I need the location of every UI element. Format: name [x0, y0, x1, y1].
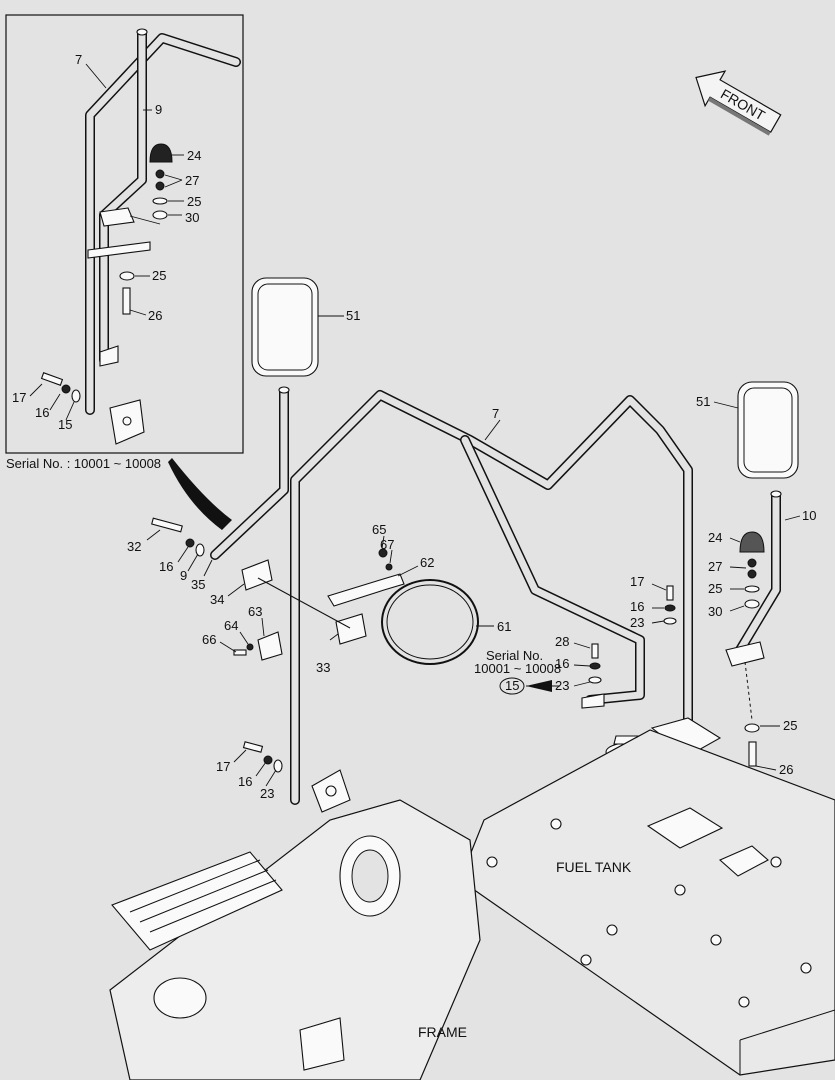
- inset-callout-26: 26: [148, 308, 162, 323]
- callout-28: 28: [555, 634, 569, 649]
- serial-note-line2: 10001 ~ 10008: [474, 661, 561, 676]
- callout-25: 25: [708, 581, 722, 596]
- callout-65: 65: [372, 522, 386, 537]
- callout-64: 64: [224, 618, 238, 633]
- callout-15-circle: [499, 677, 525, 695]
- callout-32: 32: [127, 539, 141, 554]
- cap-24: [739, 531, 765, 553]
- callout-51-left: 51: [346, 308, 360, 323]
- callout-9: 9: [180, 568, 187, 583]
- callout-62: 62: [420, 555, 434, 570]
- clamp-33: [335, 613, 367, 645]
- inset-pointer-arrow: [168, 458, 232, 530]
- bolt-32: [151, 517, 183, 533]
- step-plate: [111, 851, 283, 951]
- inset-callout-24: 24: [187, 148, 201, 163]
- inset-callout-7: 7: [75, 52, 82, 67]
- inset-callout-25: 25: [187, 194, 201, 209]
- callout-27: 27: [708, 559, 722, 574]
- inset-callout-9: 9: [155, 102, 162, 117]
- callout-10: 10: [802, 508, 816, 523]
- front-arrow: FRONT: [695, 70, 782, 136]
- callout-16-left: 16: [159, 559, 173, 574]
- mirror-51-left: [251, 277, 319, 377]
- callout-23-mid: 23: [555, 678, 569, 693]
- bolt-28: [591, 643, 599, 659]
- callout-34: 34: [210, 592, 224, 607]
- round-mirror-61: [381, 579, 479, 665]
- inset-callout-15: 15: [58, 417, 72, 432]
- callout-24: 24: [708, 530, 722, 545]
- callout-17-right: 17: [630, 574, 644, 589]
- callout-23-left: 23: [260, 786, 274, 801]
- arm-62: [327, 573, 405, 607]
- callout-16-mid: 16: [555, 656, 569, 671]
- bolt-17-right: [666, 585, 674, 601]
- callout-67: 67: [380, 537, 394, 552]
- callout-61: 61: [497, 619, 511, 634]
- callout-51-right: 51: [696, 394, 710, 409]
- callout-7: 7: [492, 406, 499, 421]
- bolt-17: [242, 741, 264, 753]
- inset-callout-27: 27: [185, 173, 199, 188]
- callout-35: 35: [191, 577, 205, 592]
- inset-callout-16: 16: [35, 405, 49, 420]
- callout-25-bottom: 25: [783, 718, 797, 733]
- fuel-tank: [459, 729, 835, 1076]
- inset-callout-17: 17: [12, 390, 26, 405]
- callout-23-right: 23: [630, 615, 644, 630]
- callout-16-bottom: 16: [238, 774, 252, 789]
- callout-26: 26: [779, 762, 793, 777]
- callout-63: 63: [248, 604, 262, 619]
- callout-30: 30: [708, 604, 722, 619]
- tube-10: [735, 491, 781, 655]
- callout-15: 15: [505, 678, 519, 693]
- inset-cap-24: [149, 143, 173, 163]
- label-fuel-tank: FUEL TANK: [556, 859, 632, 875]
- inset-bolt-26: [122, 287, 131, 315]
- callout-66: 66: [202, 632, 216, 647]
- inset-bracket: [87, 241, 151, 259]
- serial-note-line1: Serial No.: [486, 648, 543, 663]
- bolt-26: [748, 741, 757, 767]
- callout-17-left: 17: [216, 759, 230, 774]
- inset-serial-caption: Serial No. : 10001 ~ 10008: [6, 456, 161, 471]
- inset-bolt-17: [40, 372, 64, 386]
- machine-frame: [109, 799, 481, 1080]
- mirror-51-right: [737, 381, 799, 479]
- clip-63: [257, 631, 283, 661]
- inset-callout-25b: 25: [152, 268, 166, 283]
- inset-callout-30: 30: [185, 210, 199, 225]
- callout-33: 33: [316, 660, 330, 675]
- callout-16-right: 16: [630, 599, 644, 614]
- label-frame: FRAME: [418, 1024, 467, 1040]
- inset-detail: 7 9 24 27 25 30 25 26 17 16 15: [5, 14, 244, 454]
- inset-washer-25: [119, 271, 135, 281]
- clamp-34: [241, 559, 273, 591]
